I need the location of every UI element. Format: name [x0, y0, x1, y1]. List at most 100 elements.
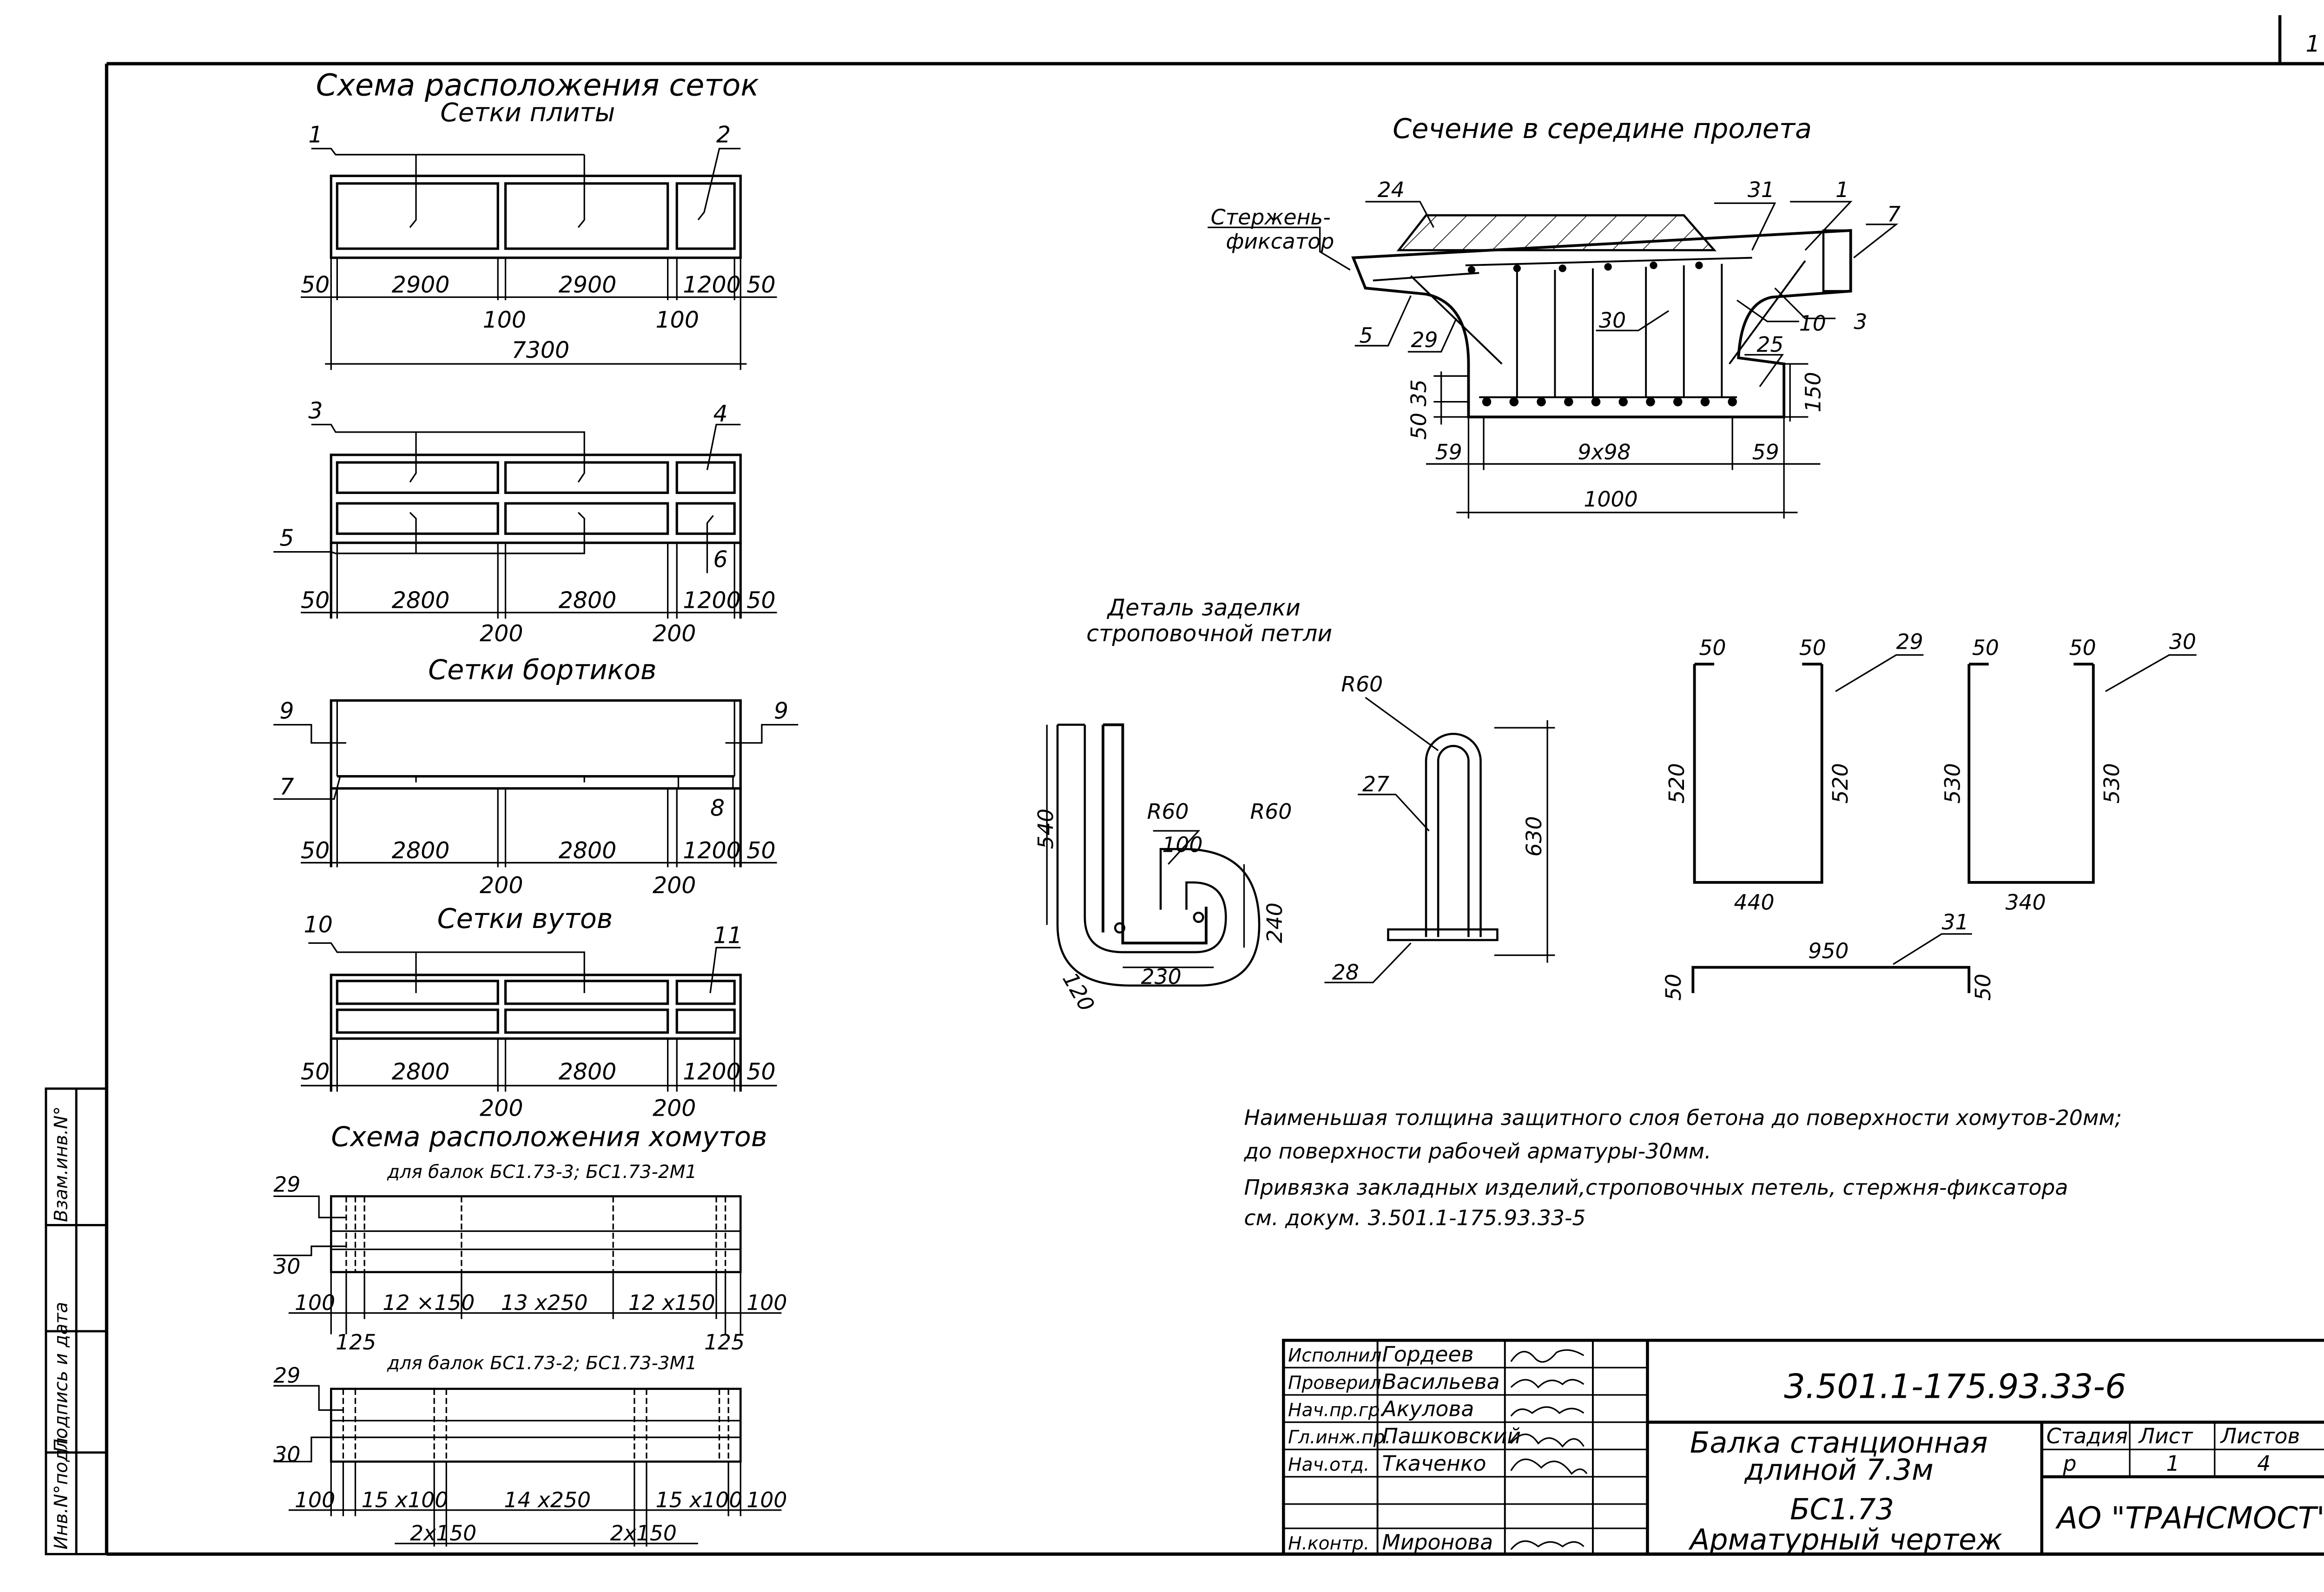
gap-200-b: 200 [653, 1095, 696, 1121]
dim-50-left: 50 [301, 587, 330, 613]
title-block [1282, 1339, 2324, 1556]
dim-230: 230 [1141, 965, 1182, 989]
dim-59-right: 59 [1752, 440, 1779, 465]
role-ispolnil: Исполнил [1288, 1345, 1381, 1366]
dim-50-right: 50 [746, 1059, 775, 1085]
stirrups-plan-2-labels: 29 30 100 15 x100 14 x250 15 x100 100 2x… [273, 1363, 787, 1546]
dim-2800-a: 2800 [392, 1059, 450, 1085]
detail-embed-labels: 540 R60 100 R60 240 120 230 [1033, 799, 1292, 1016]
mark-8: 8 [710, 795, 725, 821]
name-tkachenko: Ткаченко [1382, 1451, 1486, 1476]
mark-31: 31 [1748, 178, 1775, 202]
mark-3: 3 [1854, 309, 1867, 334]
gap-200-a: 200 [480, 620, 523, 647]
dim-15x100-a: 15 x100 [362, 1487, 449, 1512]
sheets-value: 4 [2257, 1451, 2271, 1476]
dim-35: 35 [1406, 379, 1431, 406]
side-stamp [45, 1087, 108, 1555]
dim-150: 150 [1801, 372, 1825, 412]
role-proveril: Проверил [1288, 1373, 1381, 1394]
dim-240: 240 [1262, 902, 1287, 943]
dim-2900-a: 2900 [392, 272, 450, 298]
dim-50-right: 50 [746, 837, 775, 864]
bar-shape-29 [1693, 654, 1924, 884]
section-labels: Стержень- фиксатор 24 31 1 7 5 29 30 10 … [1211, 178, 1901, 512]
dim-120: 120 [1057, 968, 1099, 1016]
gap-100-b: 100 [656, 307, 699, 333]
dim-2x150-a: 2x150 [410, 1521, 476, 1546]
dim-50-left: 50 [301, 837, 330, 864]
dim-14x250: 14 x250 [504, 1487, 591, 1512]
stage-header: Стадия [2047, 1424, 2128, 1448]
gap-100-a: 100 [483, 307, 526, 333]
dim-50-right: 50 [746, 587, 775, 613]
mark-1: 1 [308, 122, 323, 148]
dim-100: 100 [1162, 833, 1202, 857]
bar-shape-30-labels: 30 50 50 530 530 340 [1941, 630, 2196, 915]
stirrups-plan-2 [273, 1385, 782, 1547]
stirrups-title: Схема расположения хомутов [331, 1121, 767, 1153]
mark-3: 3 [308, 398, 323, 424]
gap-200-a: 200 [480, 872, 523, 899]
dim-13x250: 13 x250 [501, 1290, 588, 1315]
name-line-4: Арматурный чертеж [1688, 1523, 2002, 1557]
stamp-inv-podl: Инв.N°подл. [51, 1432, 72, 1549]
sheet-header: Лист [2138, 1424, 2193, 1448]
bar-shape-31 [1691, 933, 1972, 993]
dim-r60: R60 [1341, 672, 1383, 697]
dim-12x150-a: 12 ×150 [383, 1290, 475, 1315]
role-gl-inzh: Гл.инж.пр. [1288, 1427, 1391, 1448]
gap-200-a: 200 [480, 1095, 523, 1121]
mark-1: 1 [1835, 178, 1849, 202]
stamp-signature-date: Подпись и дата [51, 1302, 72, 1453]
stirrups-plan-1 [273, 1195, 782, 1335]
dim-50-a: 50 [1661, 974, 1686, 1000]
note-line-1: Наименьшая толщина защитного слоя бетона… [1244, 1105, 2122, 1130]
mark-29: 29 [273, 1172, 300, 1197]
stirrups-sub-2: для балок БС1.73-2; БС1.73-3М1 [387, 1353, 697, 1374]
dim-r60-b: R60 [1250, 799, 1292, 824]
dim-520-b: 520 [1828, 763, 1853, 803]
dim-2800-a: 2800 [392, 837, 450, 864]
dim-530-b: 530 [2100, 763, 2124, 803]
dim-12x150-b: 12 x150 [628, 1290, 715, 1315]
title-block-roles: Исполнил Проверил Нач.пр.гр. Гл.инж.пр. … [1288, 1345, 1391, 1554]
stirrups-plan-1-labels: 29 30 100 12 ×150 13 x250 12 x150 100 12… [273, 1172, 787, 1355]
mark-30b: 30 [273, 1442, 300, 1467]
curbs-title: Сетки бортиков [428, 654, 656, 686]
mark-30: 30 [2169, 630, 2196, 654]
mark-6: 6 [713, 546, 728, 572]
mark-30: 30 [1599, 308, 1626, 333]
name-gordeev: Гордеев [1382, 1342, 1473, 1367]
sheet-value: 1 [2166, 1451, 2179, 1476]
dim-15x100-b: 15 x100 [656, 1487, 743, 1512]
note-line-2: до поверхности рабочей арматуры-30мм. [1244, 1139, 1711, 1164]
dim-1200: 1200 [683, 272, 741, 298]
dim-2800-b: 2800 [559, 587, 617, 613]
mark-24: 24 [1378, 178, 1405, 202]
dim-2x150-b: 2x150 [610, 1521, 677, 1546]
dim-2900-b: 2900 [559, 272, 617, 298]
dim-125-left: 125 [336, 1330, 376, 1355]
slab-subtitle: Сетки плиты [440, 98, 615, 128]
haunch-title: Сетки вутов [437, 902, 613, 934]
mark-9-right: 9 [774, 698, 788, 724]
mark-29: 29 [1896, 630, 1923, 654]
dim-2800-b: 2800 [559, 1059, 617, 1085]
sheet-corner-number: 1 [2306, 31, 2320, 57]
section-drawing [1208, 201, 1899, 519]
stage-cells: Стадия Лист Листов р 1 4 [2047, 1424, 2300, 1476]
dim-520-a: 520 [1664, 763, 1689, 803]
bar-shape-29-labels: 29 50 50 520 520 440 [1664, 630, 1923, 915]
curb-mesh-labels: 9 9 7 8 50 2800 2800 1200 50 200 200 [279, 698, 788, 899]
name-pashkovsky: Пашковский [1382, 1424, 1521, 1448]
detail-title-2: строповочной петли [1086, 620, 1332, 647]
stirrups-sub-1: для балок БС1.73-3; БС1.73-2М1 [387, 1162, 697, 1183]
name-line-2: длиной 7.3м [1744, 1453, 1934, 1487]
mark-7: 7 [279, 774, 294, 800]
name-akulova: Акулова [1380, 1397, 1474, 1421]
dim-100-left: 100 [295, 1487, 335, 1512]
bar-shape-30 [1967, 654, 2197, 884]
stamp-vzam-inv: Взам.инв.N° [51, 1106, 72, 1222]
